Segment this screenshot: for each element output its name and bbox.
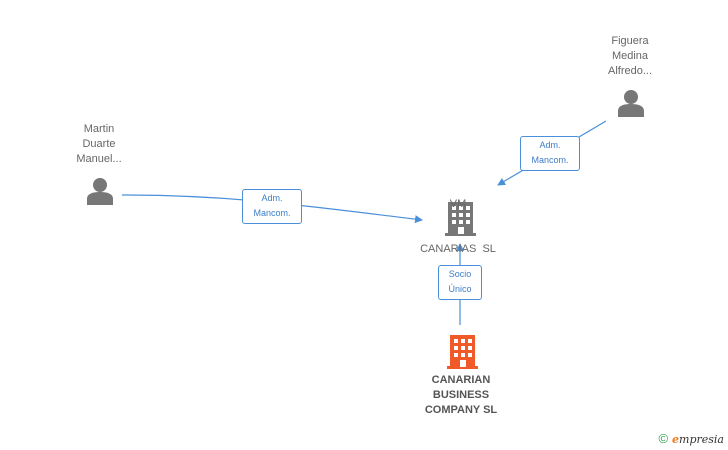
empresia-logo-text: mpresia [679,433,724,446]
empresia-logo-initial: e [672,433,680,446]
empresia-watermark: ©empresia [658,431,724,446]
edge-label-canarian-vm[interactable]: Socio Único [438,265,482,300]
edge-label-figuera-vm[interactable]: Adm. Mancom. [520,136,580,171]
highlighted-building-icon[interactable] [447,335,478,369]
edge-label-martin-vm[interactable]: Adm. Mancom. [242,189,302,224]
building-icon[interactable] [445,202,476,236]
company-label-vm-canarias[interactable]: VM CANARIAS SL [420,198,496,255]
person-icon[interactable] [618,90,644,117]
person-label-figuera[interactable]: Figuera Medina Alfredo... [607,35,653,77]
copyright-symbol: © [658,431,669,446]
person-label-martin[interactable]: Martin Duarte Manuel... [76,123,122,165]
person-icon[interactable] [87,178,113,205]
company-label-canarian-business[interactable]: CANARIAN BUSINESS COMPANY SL [424,374,498,416]
